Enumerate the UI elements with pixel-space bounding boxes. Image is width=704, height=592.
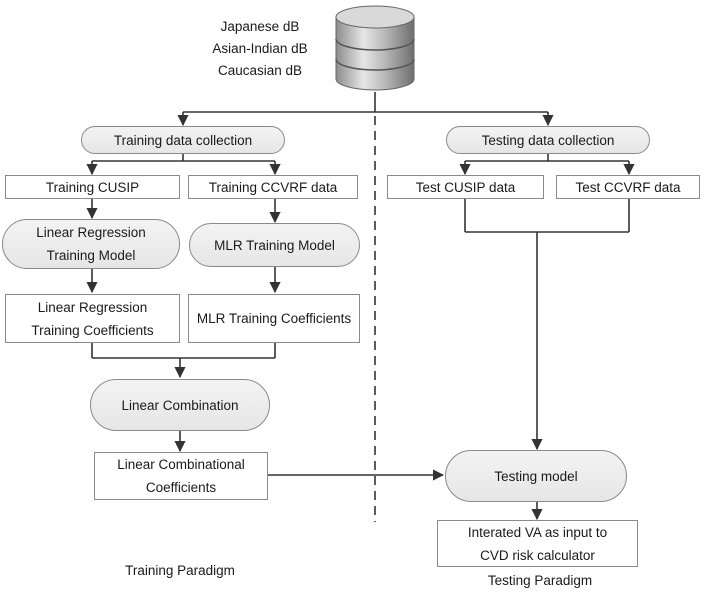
linear-combination: Linear Combination <box>90 379 270 431</box>
testing-paradigm-label: Testing Paradigm <box>487 573 593 588</box>
test-ccvrf-box: Test CCVRF data <box>556 175 700 199</box>
testing-model: Testing model <box>445 450 627 502</box>
db-label-japanese: Japanese dB <box>220 19 300 34</box>
mlr-training-model: MLR Training Model <box>189 223 360 267</box>
lr-training-coefficients: Linear Regression Training Coefficients <box>5 294 180 343</box>
training-paradigm-label: Training Paradigm <box>125 563 235 578</box>
db-label-asian-indian: Asian-Indian dB <box>212 41 308 56</box>
mlr-training-coefficients: MLR Training Coefficients <box>188 294 360 343</box>
db-label-caucasian: Caucasian dB <box>217 63 303 78</box>
training-ccvrf-box: Training CCVRF data <box>188 175 358 199</box>
training-cusip-box: Training CUSIP <box>5 175 180 199</box>
database-icon <box>335 5 415 91</box>
linear-combinational-coefficients: Linear Combinational Coefficients <box>94 452 268 500</box>
training-data-collection: Training data collection <box>81 126 285 154</box>
test-cusip-box: Test CUSIP data <box>387 175 544 199</box>
testing-data-collection: Testing data collection <box>446 126 650 154</box>
output-box: Interated VA as input to CVD risk calcul… <box>437 520 638 567</box>
lr-training-model: Linear Regression Training Model <box>2 219 180 269</box>
database-labels: Japanese dB Asian-Indian dB Caucasian dB <box>200 16 320 82</box>
